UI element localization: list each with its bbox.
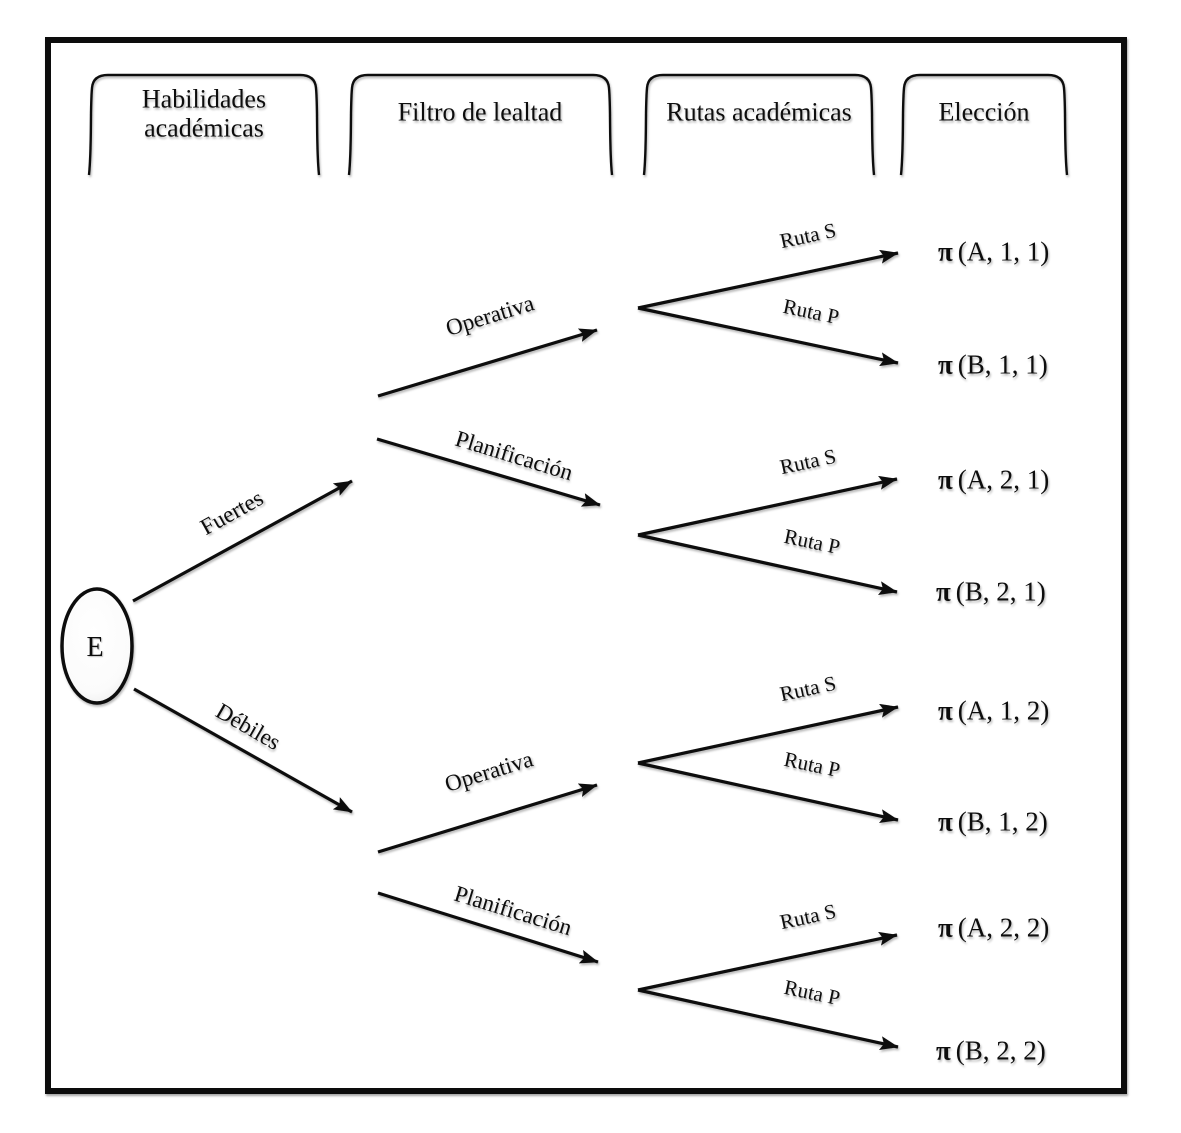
column-header-filtro: Filtro de lealtad — [397, 97, 563, 127]
root-node — [60, 587, 134, 705]
outcome-label-a22: π(A, 2, 2) — [938, 912, 1050, 943]
outcome-label-a12: π(A, 1, 2) — [938, 695, 1050, 726]
pi-symbol: π — [938, 349, 953, 380]
edge-planificacion-2 — [377, 891, 599, 964]
column-shape-filtro — [347, 73, 614, 176]
outcome-label-a21: π(A, 2, 1) — [938, 464, 1050, 495]
outcome-label-a11: π(A, 1, 1) — [938, 236, 1050, 267]
outcome-label-b11: π(B, 1, 1) — [938, 349, 1048, 380]
pi-symbol: π — [938, 464, 953, 495]
column-shape-habilidades — [87, 73, 321, 176]
edge-ruta-s-3 — [637, 703, 899, 765]
pi-symbol: π — [936, 1035, 951, 1066]
outcome-label-b21: π(B, 2, 1) — [936, 576, 1046, 607]
column-header-rutas: Rutas académicas — [666, 97, 852, 127]
edge-ruta-p-1 — [637, 306, 899, 367]
pi-symbol: π — [936, 576, 951, 607]
edge-debiles — [133, 687, 353, 814]
diagram-border — [45, 37, 1127, 1094]
root-node-label: E — [86, 632, 104, 663]
edge-operativa-2 — [377, 783, 598, 854]
column-header-habilidades-line2: académicas — [144, 113, 264, 143]
column-shape-eleccion — [899, 73, 1069, 176]
pi-symbol: π — [938, 695, 953, 726]
outcome-label-b12: π(B, 1, 2) — [938, 806, 1048, 837]
edge-ruta-s-1 — [637, 249, 899, 310]
pi-symbol: π — [938, 806, 953, 837]
edge-operativa-1 — [377, 328, 598, 398]
edge-ruta-s-2 — [637, 475, 898, 537]
column-header-eleccion: Elección — [938, 97, 1030, 127]
edge-fuertes — [132, 479, 353, 603]
edge-ruta-s-4 — [637, 931, 898, 992]
column-shape-rutas — [642, 73, 876, 176]
outcome-label-b22: π(B, 2, 2) — [936, 1035, 1046, 1066]
pi-symbol: π — [938, 236, 953, 267]
edge-planificacion-1 — [376, 437, 601, 507]
column-header-habilidades-line1: Habilidades — [141, 84, 267, 114]
pi-symbol: π — [938, 912, 953, 943]
edge-ruta-p-3 — [637, 761, 899, 824]
edge-ruta-p-2 — [637, 533, 898, 596]
edge-ruta-p-4 — [637, 988, 899, 1051]
